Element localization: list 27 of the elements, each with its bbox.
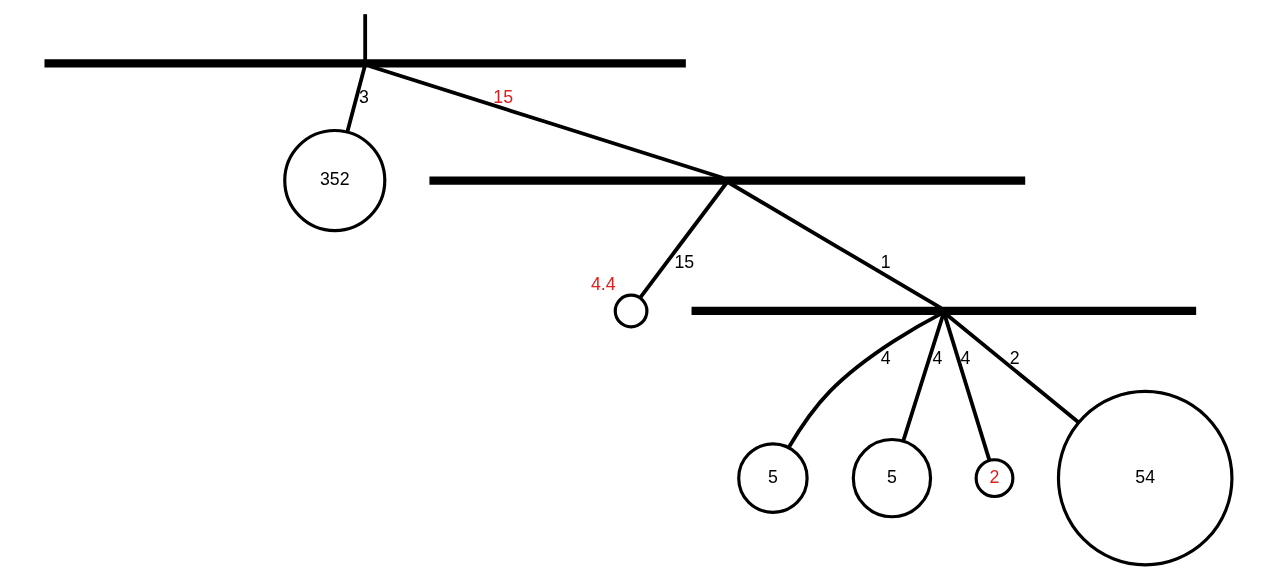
edge-label: 4: [932, 347, 943, 368]
node-bar: [691, 306, 1197, 316]
edge-label: 2: [1009, 347, 1020, 368]
node-circle: 2: [974, 458, 1015, 499]
node-circle: 352: [283, 128, 387, 233]
connector: [787, 312, 942, 449]
node-circle: 54: [1056, 389, 1234, 567]
edge-label: 3: [358, 86, 369, 107]
connector: [638, 182, 728, 299]
connector: [363, 14, 368, 61]
node-bar: [429, 176, 1026, 185]
connector: [728, 181, 943, 310]
edge-label: 1: [880, 251, 891, 272]
connector: [901, 313, 946, 442]
connector: [944, 312, 1080, 424]
connector: [942, 313, 992, 461]
connector: [345, 65, 367, 133]
edge-label: 15: [674, 251, 695, 272]
node-circle: 5: [737, 442, 809, 514]
node-circle: 5: [851, 437, 933, 519]
edge-label: 4: [880, 347, 891, 368]
node-bar: [44, 59, 686, 68]
node-circle: [613, 293, 649, 329]
node-label: 4.4: [590, 274, 616, 295]
connector: [368, 64, 724, 180]
edge-label: 4: [960, 347, 971, 368]
edge-label: 15: [493, 86, 514, 107]
